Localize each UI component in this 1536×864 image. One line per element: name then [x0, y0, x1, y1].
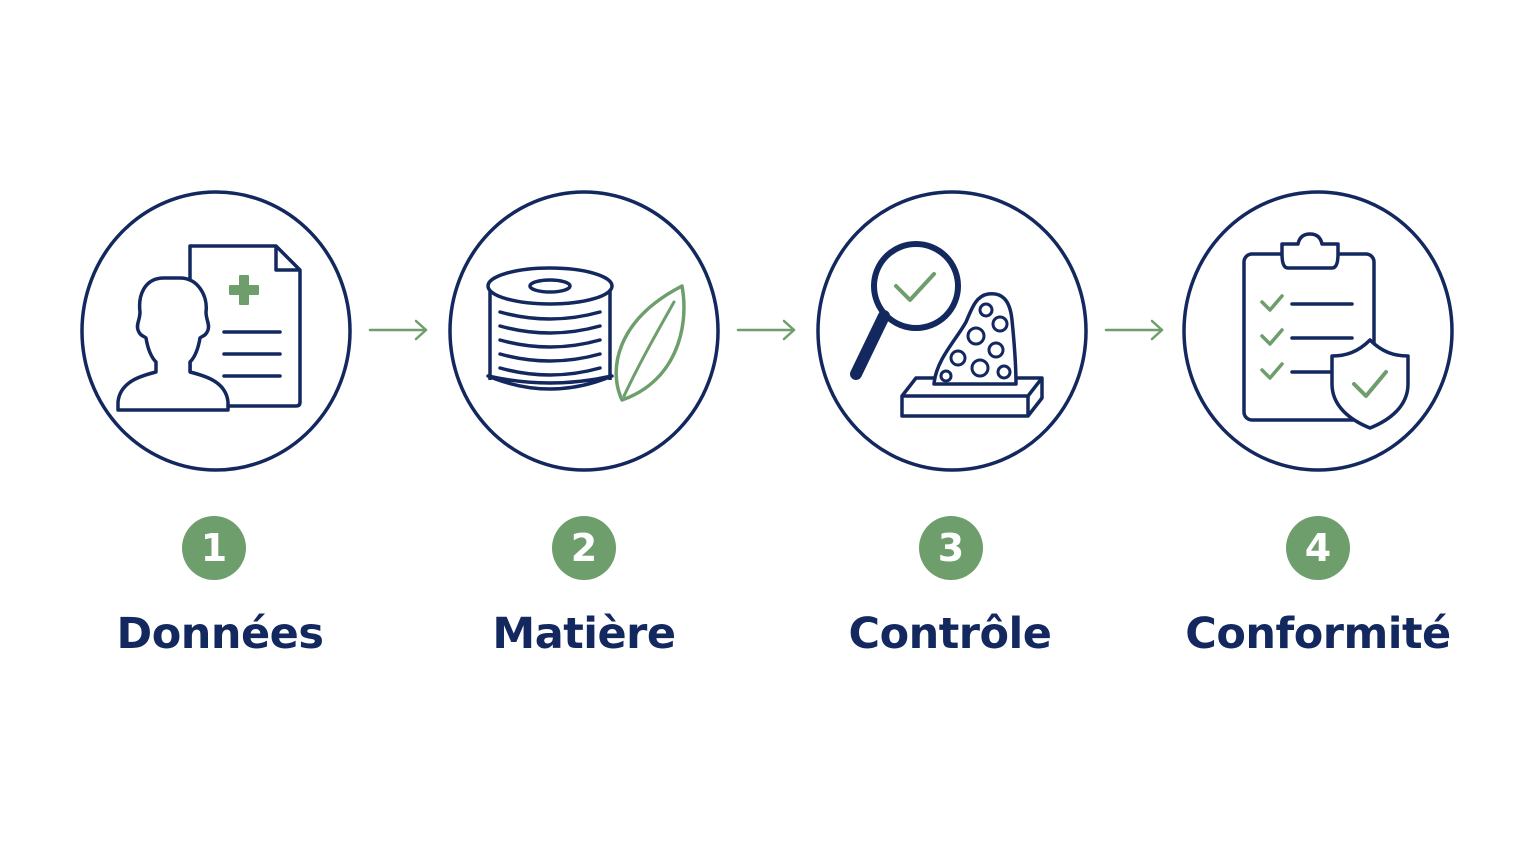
- patient-medical-record-icon: [80, 190, 352, 472]
- step-1-label: Données: [116, 609, 324, 659]
- filament-spool-leaf-icon: [448, 190, 720, 472]
- step-4-number-badge: 4: [1286, 516, 1350, 580]
- clipboard-shield-check-icon: [1182, 190, 1454, 472]
- arrow-right-icon: [368, 319, 428, 341]
- step-3-circle: [816, 190, 1088, 472]
- arrow-right-icon: [1104, 319, 1164, 341]
- step-2-circle: [448, 190, 720, 472]
- step-4-circle: [1182, 190, 1454, 472]
- step-2-label: Matière: [492, 609, 676, 659]
- arrow-right-icon: [736, 319, 796, 341]
- step-3-label: Contrôle: [848, 609, 1052, 659]
- step-1-number-badge: 1: [182, 516, 246, 580]
- step-3-number-badge: 3: [919, 516, 983, 580]
- step-1-circle: [80, 190, 352, 472]
- magnifier-inspection-icon: [816, 190, 1088, 472]
- step-4-label: Conformité: [1185, 609, 1451, 659]
- step-2-number-badge: 2: [552, 516, 616, 580]
